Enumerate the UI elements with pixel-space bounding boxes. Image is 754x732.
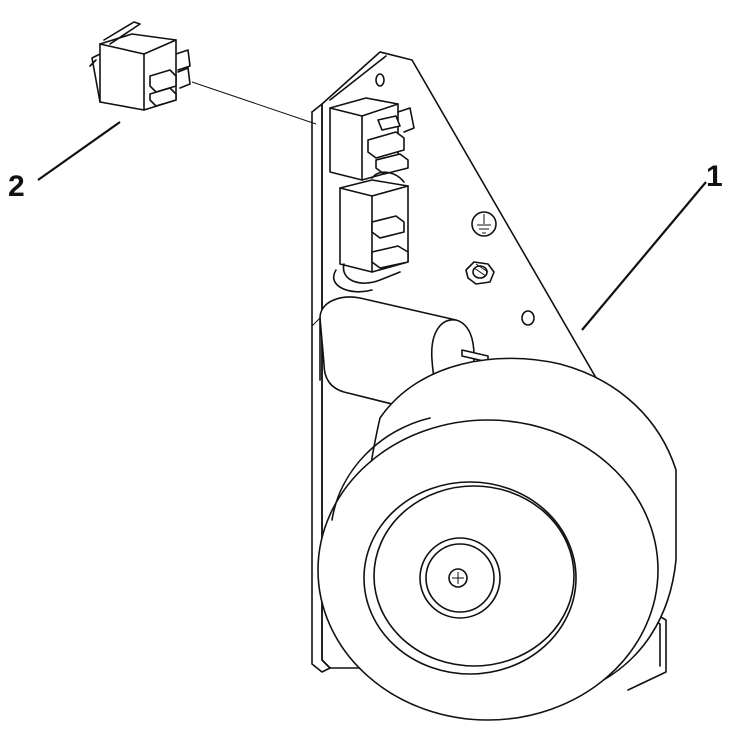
blower-motor — [317, 357, 677, 721]
terminal-block — [333, 171, 409, 293]
callout-2: 2 — [8, 170, 25, 203]
callout-1: 1 — [706, 160, 723, 193]
assembly-line — [191, 81, 317, 125]
switch-receptacle — [329, 97, 415, 181]
rocker-switch — [89, 21, 191, 111]
leader-line-2 — [37, 121, 121, 181]
leader-line-1 — [581, 181, 707, 331]
ground-stud — [465, 261, 495, 285]
ground-symbol-icon — [471, 211, 497, 237]
